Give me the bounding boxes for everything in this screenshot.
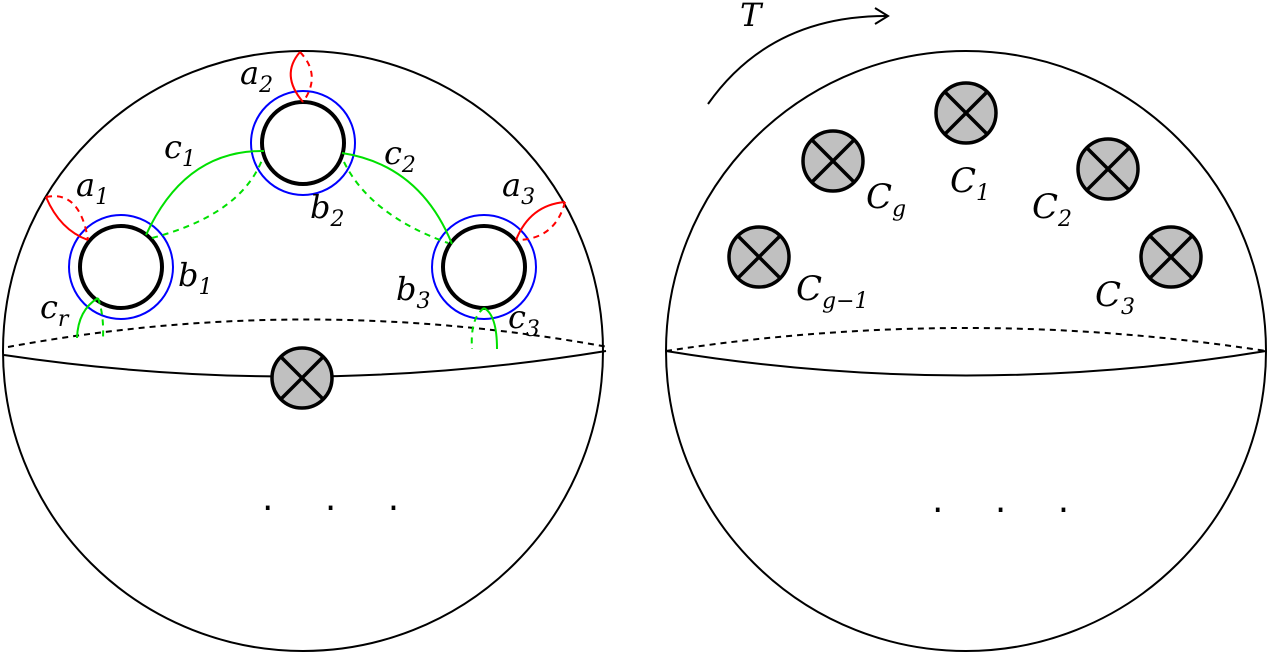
left-ellipsis: · · · bbox=[262, 488, 419, 529]
label-a2: a2 bbox=[240, 54, 273, 98]
label-b3: b3 bbox=[396, 270, 430, 314]
label-b1: b1 bbox=[178, 256, 212, 300]
label-C2: C2 bbox=[1032, 187, 1072, 232]
label-C3: C3 bbox=[1095, 275, 1135, 320]
label-C1: C1 bbox=[950, 161, 990, 206]
crosscap-Cg-icon bbox=[801, 129, 865, 193]
label-b2: b2 bbox=[310, 188, 344, 232]
curve-c3 bbox=[470, 307, 498, 350]
curve-a1 bbox=[45, 195, 89, 241]
crosscap-equator-icon bbox=[270, 346, 334, 410]
curve-a2 bbox=[289, 51, 313, 103]
crosscap-C1-icon bbox=[934, 81, 998, 145]
crosscap-C3-icon bbox=[1139, 225, 1203, 289]
right-surface: T C1 C2 C3 Cg Cg−1 · · · bbox=[665, 0, 1267, 652]
right-ellipsis: · · · bbox=[932, 490, 1089, 531]
label-a3: a3 bbox=[502, 166, 535, 210]
curve-cr bbox=[76, 297, 105, 339]
boundary-ring-b1 bbox=[68, 214, 174, 320]
label-c3: c3 bbox=[508, 298, 540, 342]
crosscap-Cg1-icon bbox=[727, 225, 791, 289]
curve-c2 bbox=[341, 152, 453, 245]
curve-c1 bbox=[145, 149, 265, 239]
label-Cg1: Cg−1 bbox=[796, 269, 869, 314]
label-T: T bbox=[740, 0, 764, 34]
curve-a3 bbox=[515, 201, 566, 241]
rotation-arrowhead-icon bbox=[874, 7, 890, 25]
boundary-hole-1 bbox=[78, 224, 164, 310]
boundary-hole-2 bbox=[260, 100, 346, 186]
boundary-ring-b2 bbox=[250, 90, 356, 196]
label-a1: a1 bbox=[76, 166, 109, 210]
right-equator-back bbox=[665, 327, 1267, 352]
boundary-hole-3 bbox=[441, 224, 527, 310]
crosscap-C2-icon bbox=[1076, 137, 1140, 201]
rotation-arrow bbox=[707, 15, 887, 105]
right-equator-front bbox=[665, 350, 1267, 377]
left-equator-back bbox=[7, 318, 609, 348]
label-cr: cr bbox=[40, 288, 70, 332]
label-Cg: Cg bbox=[866, 177, 906, 222]
left-surface: a2 a1 a3 b1 b2 b3 c1 c2 c3 cr · · · bbox=[2, 50, 609, 652]
label-c2: c2 bbox=[384, 134, 416, 178]
label-c1: c1 bbox=[164, 128, 196, 172]
boundary-ring-b3 bbox=[431, 214, 537, 320]
